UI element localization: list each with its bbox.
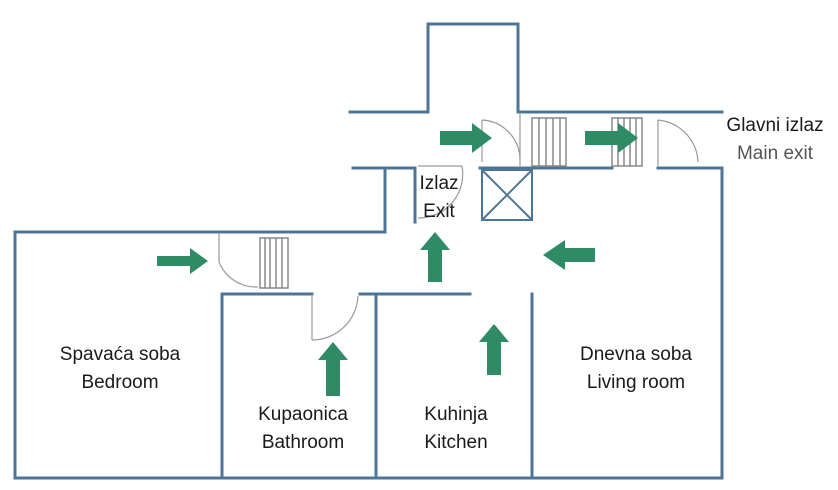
bedroom-label-local: Spavaća soba: [60, 344, 181, 365]
bathroom-label-en: Bathroom: [262, 432, 344, 453]
room-labels: Spavaća soba Bedroom Kupaonica Bathroom …: [60, 115, 824, 453]
bathroom-label-local: Kupaonica: [258, 404, 348, 425]
door-swing-icon: [417, 165, 464, 219]
main-exit-label-en: Main exit: [737, 143, 814, 164]
bedroom-label-en: Bedroom: [81, 372, 158, 393]
evacuation-arrows: [157, 123, 638, 396]
wall-bathroom: [220, 292, 314, 480]
crossed-box-icon: [481, 169, 533, 221]
arrow-up-icon: [479, 324, 509, 375]
arrow-up-icon: [420, 232, 450, 282]
stairs-hall: [531, 117, 567, 167]
wall-outer-left: [13, 166, 387, 480]
doors: [218, 114, 699, 341]
door-swing-icon: [657, 119, 699, 166]
arrow-left-icon: [543, 240, 595, 270]
arrow-right-icon: [440, 123, 492, 153]
main-exit-label-local: Glavni izlaz: [726, 115, 823, 136]
wall-right: [656, 166, 724, 480]
stairs-icon: [531, 117, 567, 167]
door-swing-icon: [311, 294, 359, 341]
arrow-right-icon: [157, 248, 208, 274]
stairs-bedroom: [259, 237, 289, 289]
wall-top-tower: [348, 22, 724, 114]
arrow-right-icon: [585, 123, 638, 153]
exit-label-local: Izlaz: [419, 173, 458, 194]
kitchen-label-local: Kuhinja: [424, 404, 488, 425]
living-room-label-local: Dnevna soba: [580, 344, 692, 365]
stairs-icon: [259, 237, 289, 289]
exit-label-en: Exit: [423, 201, 455, 222]
living-room-label-en: Living room: [587, 372, 685, 393]
kitchen-label-en: Kitchen: [424, 432, 487, 453]
door-swing-icon: [218, 233, 259, 288]
arrow-up-icon: [318, 342, 348, 396]
walls: [13, 22, 724, 480]
